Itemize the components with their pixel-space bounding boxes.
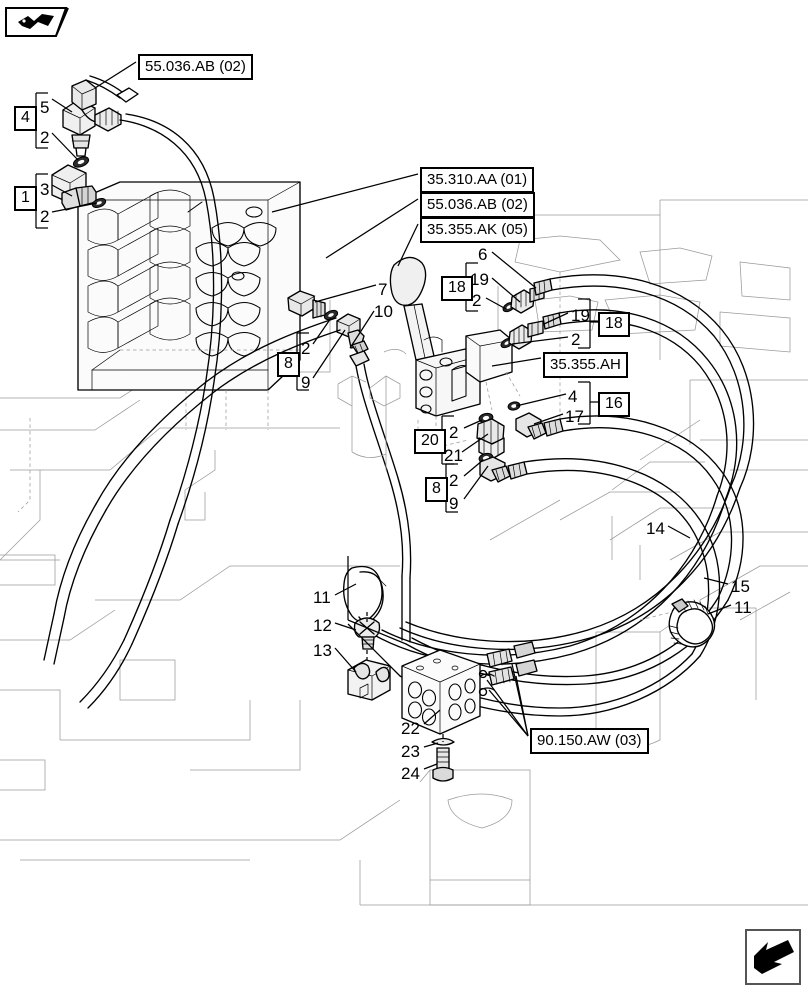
group-box-4[interactable]: 4: [14, 106, 37, 131]
callout-5[interactable]: 5: [40, 98, 50, 117]
callout-9-a[interactable]: 9: [301, 373, 311, 392]
part-22-manifold-block: [401, 649, 481, 782]
parts-20-21-8-9-fittings: [476, 401, 744, 657]
callout-19-b[interactable]: 19: [571, 306, 590, 325]
group-box-1[interactable]: 1: [14, 186, 37, 211]
part-11-hose-clamp-exploded: [343, 565, 387, 623]
callout-12[interactable]: 12: [313, 616, 332, 635]
callout-2-c[interactable]: 2: [301, 339, 311, 358]
callout-19-a[interactable]: 19: [470, 270, 489, 289]
part-5-pressure-switch: [62, 99, 96, 168]
callout-22[interactable]: 22: [401, 719, 420, 738]
callout-21[interactable]: 21: [444, 446, 463, 465]
reference-label-35310AA[interactable]: 35.310.AA (01): [420, 167, 535, 193]
group-box-8-a[interactable]: 8: [277, 352, 300, 377]
group-box-18-b[interactable]: 18: [598, 312, 630, 337]
control-valve-stack: [77, 181, 301, 430]
callout-7[interactable]: 7: [378, 280, 388, 299]
group-brackets: [28, 92, 598, 513]
callout-11-a[interactable]: 11: [313, 588, 331, 607]
top-hose-assembly: [71, 75, 223, 709]
part-13-hose-clip: [347, 659, 391, 701]
leader-lines: [51, 61, 732, 770]
callout-4[interactable]: 4: [568, 387, 578, 406]
part-7-elbow-fitting: [287, 290, 339, 321]
callout-24[interactable]: 24: [401, 764, 420, 783]
manifold-hose-connections: [478, 641, 538, 697]
reference-label-55036AB-top[interactable]: 55.036.AB (02): [138, 54, 253, 80]
reference-label-55036AB-mid[interactable]: 55.036.AB (02): [420, 192, 535, 218]
callout-2-g[interactable]: 2: [449, 471, 459, 490]
callout-14[interactable]: 14: [646, 519, 665, 538]
joystick-lever-assembly: [337, 256, 481, 470]
left-hose-sweep: [43, 317, 341, 665]
callout-9-b[interactable]: 9: [449, 494, 459, 513]
group-box-16[interactable]: 16: [598, 392, 630, 417]
reference-label-35355AK[interactable]: 35.355.AK (05): [420, 217, 535, 243]
callout-6[interactable]: 6: [478, 245, 488, 264]
group-box-20[interactable]: 20: [414, 429, 446, 454]
reference-label-35355AH[interactable]: 35.355.AH: [543, 352, 628, 378]
callout-10[interactable]: 10: [374, 302, 393, 321]
callout-2-a[interactable]: 2: [40, 128, 50, 147]
part-35355AH-manifold: [465, 329, 521, 411]
callout-2-e[interactable]: 2: [571, 330, 581, 349]
part-11-hose-clamp-installed: [639, 598, 716, 648]
callout-23[interactable]: 23: [401, 742, 420, 761]
page-orientation-mark-top-left: [4, 6, 76, 38]
callout-15[interactable]: 15: [731, 577, 750, 596]
callout-2-d[interactable]: 2: [472, 291, 482, 310]
part-3-solenoid-valve: [51, 164, 107, 211]
callout-2-f[interactable]: 2: [449, 423, 459, 442]
reference-label-90150AW[interactable]: 90.150.AW (03): [530, 728, 649, 754]
page-orientation-mark-bottom-right: [744, 928, 802, 986]
group-box-8-b[interactable]: 8: [425, 477, 448, 502]
callout-2-b[interactable]: 2: [40, 207, 50, 226]
callout-13[interactable]: 13: [313, 641, 332, 660]
part-9-elbow-and-hose: [336, 313, 412, 643]
callout-17[interactable]: 17: [565, 407, 584, 426]
callout-11-b[interactable]: 11: [734, 598, 752, 617]
group-box-18-a[interactable]: 18: [441, 276, 473, 301]
callout-3[interactable]: 3: [40, 180, 50, 199]
